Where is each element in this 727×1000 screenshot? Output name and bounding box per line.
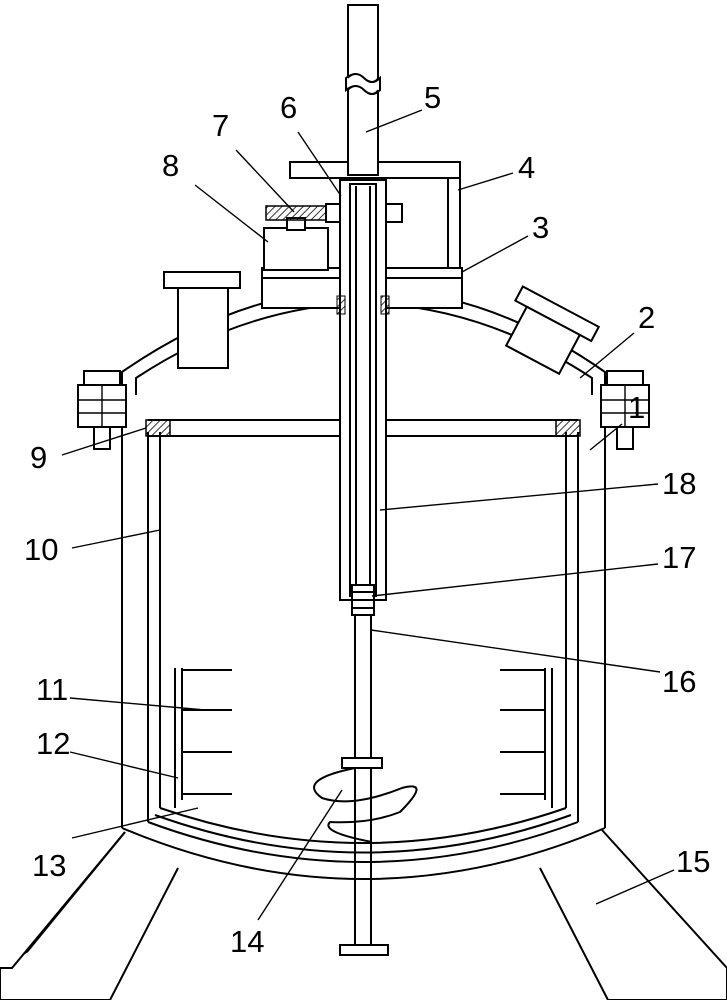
label-5: 5 [424,80,441,115]
label-2: 2 [638,300,655,335]
lower-shaft [340,615,388,955]
label-6: 6 [280,90,297,125]
label-13: 13 [32,848,66,883]
hollow-shaft [337,180,389,600]
label-4: 4 [518,150,535,185]
label-10: 10 [24,532,58,567]
support-legs [0,830,727,1000]
discharge-port [495,286,599,379]
label-16: 16 [662,664,696,699]
label-7: 7 [212,108,229,143]
label-3: 3 [532,210,549,245]
label-11: 11 [36,672,68,707]
label-15: 15 [676,844,710,879]
label-12: 12 [36,726,70,761]
scraper-comb-left [175,668,232,808]
piston [352,585,374,615]
label-1: 1 [628,390,645,425]
motor [264,218,328,270]
screw-agitator [314,758,416,850]
label-17: 17 [662,540,696,575]
gear [266,206,326,220]
upper-rod [346,5,380,175]
scraper-comb-right [500,668,552,808]
label-18: 18 [662,466,696,501]
label-9: 9 [30,440,47,475]
label-8: 8 [162,148,179,183]
label-14: 14 [230,924,264,959]
